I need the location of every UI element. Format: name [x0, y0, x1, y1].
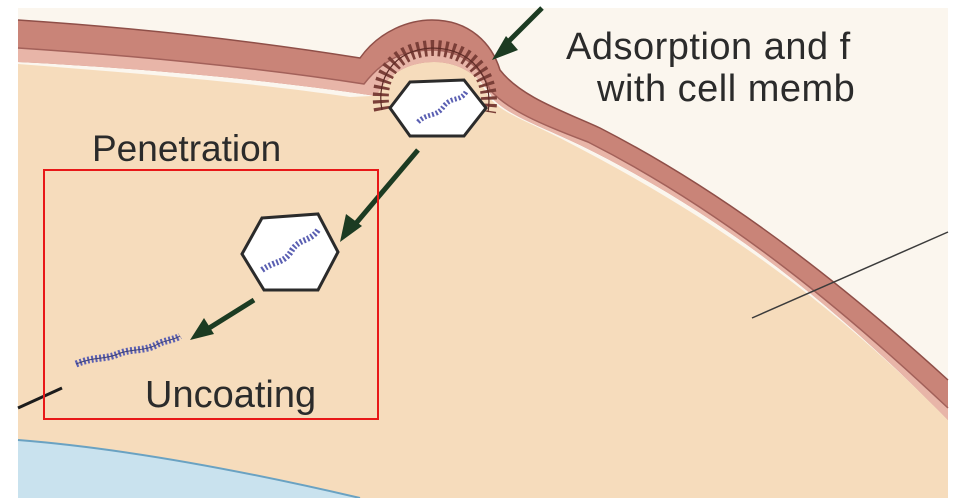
highlight-box [43, 169, 379, 420]
adsorption-label-line2: with cell memb [597, 68, 855, 111]
virion-hexagon-icon [390, 80, 486, 136]
penetration-label: Penetration [92, 128, 281, 170]
adsorption-label-line1: Adsorption and f [566, 26, 851, 69]
